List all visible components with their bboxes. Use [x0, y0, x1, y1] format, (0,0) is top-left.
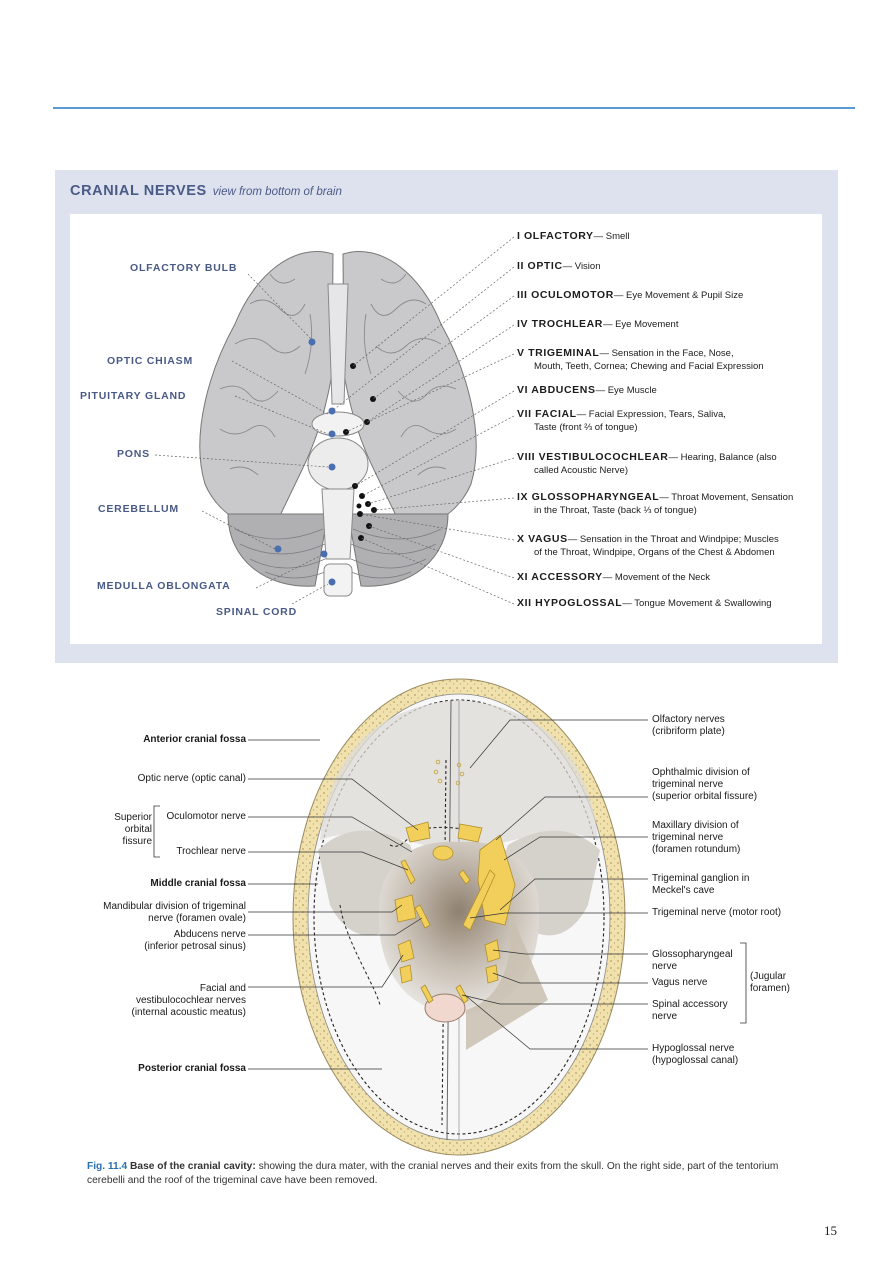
- panel-subtitle: view from bottom of brain: [212, 186, 342, 198]
- caption-text: showing the dura mater, with the cranial…: [87, 1161, 779, 1186]
- label-posterior-fossa: Posterior cranial fossa: [138, 1063, 246, 1074]
- label-oculomotor-nerve: Oculomotor nerve: [166, 811, 246, 822]
- nerve-desc-cont: in the Throat, Taste (back ⅓ of tongue): [534, 505, 697, 516]
- nerve-name: VI ABDUCENS: [517, 384, 596, 396]
- nerve-v: V TRIGEMINAL— Sensation in the Face, Nos…: [517, 347, 764, 373]
- nerve-desc: — Smell: [593, 231, 630, 242]
- nerve-desc: — Movement of the Neck: [602, 572, 710, 583]
- label-abducens-nerve: Abducens nerve (inferior petrosal sinus): [144, 929, 246, 952]
- brain-illustration: [154, 236, 515, 605]
- nerve-desc: — Sensation in the Face, Nose,: [599, 348, 734, 359]
- header-rule: [53, 107, 855, 109]
- page-number: 15: [824, 1223, 837, 1238]
- label-medulla-oblongata: MEDULLA OBLONGATA: [97, 580, 231, 592]
- nerve-desc: — Hearing, Balance (also: [668, 452, 777, 463]
- nerve-x: X VAGUS— Sensation in the Throat and Win…: [517, 533, 779, 559]
- label-vagus: Vagus nerve: [652, 977, 708, 988]
- cranial-nerves-panel: CRANIAL NERVES view from bottom of brain: [55, 170, 838, 663]
- nerve-ix: IX GLOSSOPHARYNGEAL— Throat Movement, Se…: [517, 491, 793, 517]
- nerve-name: V TRIGEMINAL: [517, 347, 600, 359]
- label-mandibular-division: Mandibular division of trigeminal nerve …: [103, 901, 246, 924]
- label-anterior-fossa: Anterior cranial fossa: [143, 734, 246, 745]
- label-optic-chiasm: OPTIC CHIASM: [107, 355, 194, 367]
- label-olfactory-nerves: Olfactory nerves (cribriform plate): [652, 714, 725, 737]
- panel-title-text: CRANIAL NERVES: [70, 183, 207, 199]
- nerve-desc: — Eye Muscle: [595, 385, 657, 396]
- nerve-xi: XI ACCESSORY— Movement of the Neck: [517, 571, 710, 584]
- nerve-desc-cont: Taste (front ⅔ of tongue): [534, 422, 638, 433]
- nerve-desc: — Throat Movement, Sensation: [659, 492, 794, 503]
- nerve-desc-cont: Mouth, Teeth, Cornea; Chewing and Facial…: [534, 361, 764, 372]
- panel-title: CRANIAL NERVES view from bottom of brain: [70, 183, 342, 199]
- label-spinal-cord: SPINAL CORD: [216, 606, 297, 618]
- figure-caption: Fig. 11.4 Base of the cranial cavity: sh…: [87, 1160, 787, 1188]
- label-optic-nerve: Optic nerve (optic canal): [137, 773, 246, 784]
- nerve-name: XII HYPOGLOSSAL: [517, 597, 623, 609]
- nerve-name: IV TROCHLEAR: [517, 318, 603, 330]
- nerve-name: XI ACCESSORY: [517, 571, 603, 583]
- label-pituitary-gland: PITUITARY GLAND: [80, 390, 187, 402]
- label-hypoglossal: Hypoglossal nerve (hypoglossal canal): [652, 1043, 739, 1066]
- label-pons: PONS: [117, 448, 150, 460]
- label-trochlear-nerve: Trochlear nerve: [176, 846, 246, 857]
- nerve-desc: — Tongue Movement & Swallowing: [622, 598, 772, 609]
- label-glossopharyngeal: Glossopharyngeal nerve: [652, 949, 733, 972]
- label-superior-orbital-fissure: Superior orbital fissure: [114, 812, 152, 847]
- caption-title: Base of the cranial cavity:: [130, 1161, 256, 1172]
- nerve-name: III OCULOMOTOR: [517, 289, 614, 301]
- nerve-name: VII FACIAL: [517, 408, 577, 420]
- nerve-desc-cont: called Acoustic Nerve): [534, 465, 628, 476]
- label-trigeminal-ganglion: Trigeminal ganglion in Meckel's cave: [652, 873, 750, 896]
- label-trigeminal-motor-root: Trigeminal nerve (motor root): [652, 907, 782, 918]
- nerve-name: II OPTIC: [517, 260, 563, 272]
- nerve-name: IX GLOSSOPHARYNGEAL: [517, 491, 660, 503]
- nerve-desc: — Eye Movement & Pupil Size: [613, 290, 744, 301]
- nerve-name: X VAGUS: [517, 533, 568, 545]
- label-facial-vestibulocochlear: Facial and vestibulocochlear nerves (int…: [131, 983, 247, 1018]
- label-middle-fossa: Middle cranial fossa: [150, 878, 246, 889]
- label-cerebellum: CEREBELLUM: [98, 503, 179, 515]
- nerve-iv: IV TROCHLEAR— Eye Movement: [517, 318, 678, 331]
- nerve-xii: XII HYPOGLOSSAL— Tongue Movement & Swall…: [517, 597, 772, 610]
- nerve-vii: VII FACIAL— Facial Expression, Tears, Sa…: [517, 408, 726, 434]
- label-spinal-accessory: Spinal accessory nerve: [652, 999, 728, 1022]
- label-maxillary-division: Maxillary division of trigeminal nerve (…: [652, 820, 741, 855]
- brain-diagram: OLFACTORY BULB OPTIC CHIASM PITUITARY GL…: [70, 214, 822, 644]
- label-olfactory-bulb: OLFACTORY BULB: [130, 262, 238, 274]
- nerve-desc: — Vision: [562, 261, 601, 272]
- nerve-i: I OLFACTORY— Smell: [517, 230, 630, 243]
- nerve-vi: VI ABDUCENS— Eye Muscle: [517, 384, 657, 397]
- label-jugular-foramen: (Jugular foramen): [750, 971, 791, 994]
- nerve-name: VIII VESTIBULOCOCHLEAR: [517, 451, 669, 463]
- nerve-desc-cont: of the Throat, Windpipe, Organs of the C…: [534, 547, 775, 558]
- nerve-desc: — Facial Expression, Tears, Saliva,: [576, 409, 726, 420]
- nerve-ii: II OPTIC— Vision: [517, 260, 600, 273]
- nerve-desc: — Sensation in the Throat and Windpipe; …: [567, 534, 779, 545]
- nerve-iii: III OCULOMOTOR— Eye Movement & Pupil Siz…: [517, 289, 743, 302]
- nerve-desc: — Eye Movement: [602, 319, 679, 330]
- caption-fig-number: Fig. 11.4: [87, 1161, 128, 1172]
- label-ophthalmic-division: Ophthalmic division of trigeminal nerve …: [652, 767, 758, 802]
- nerve-viii: VIII VESTIBULOCOCHLEAR— Hearing, Balance…: [517, 451, 777, 477]
- nerve-name: I OLFACTORY: [517, 230, 594, 242]
